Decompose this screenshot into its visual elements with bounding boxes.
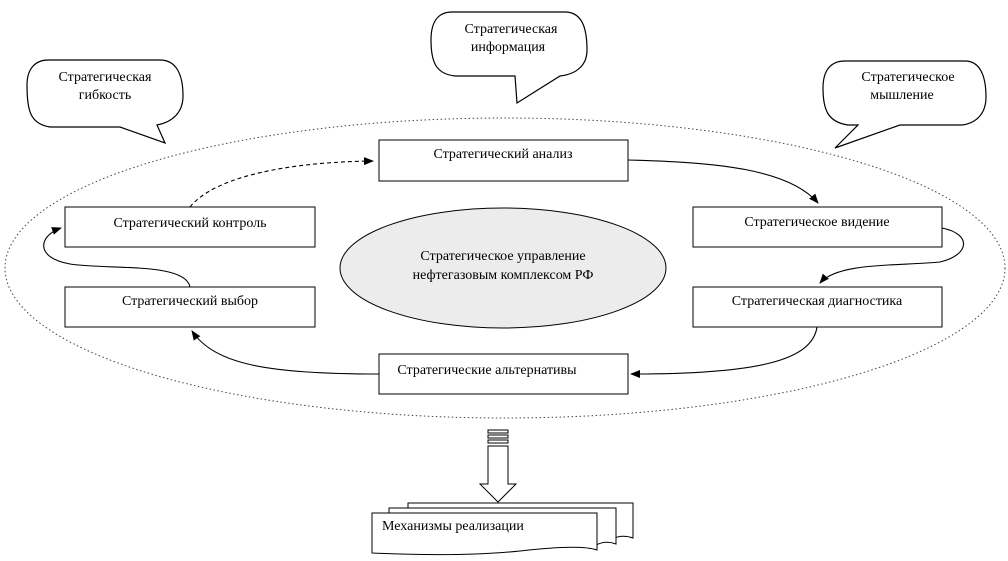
arrow-control-to-analysis-dashed [189,157,374,208]
arrow-choice-to-control [43,227,191,288]
implementation-mechanisms: Механизмы реализации [371,502,634,556]
callout-thinking-line2: мышление [870,88,933,103]
arrow-analysis-to-vision [627,159,819,204]
stage-control: Стратегический контроль [64,206,316,248]
stage-choice-label: Стратегический выбор [122,294,258,309]
stage-alternatives-label: Стратегические альтернативы [397,363,577,378]
stage-analysis: Стратегический анализ [378,139,629,182]
callout-information: Стратегическая информация [430,11,588,105]
center-line1: Стратегическое управление [420,249,585,264]
arrow-vision-to-diagnostics [819,227,965,284]
stage-diagnostics: Стратегическая диагностика [692,286,943,328]
outer-boundary-ellipse [4,117,1006,419]
callout-information-line1: Стратегическая [465,22,558,37]
stage-alternatives: Стратегические альтернативы [378,353,629,395]
callout-flexibility-line2: гибкость [79,88,132,103]
callout-thinking: Стратегическое мышление [822,60,987,149]
stage-vision-label: Стратегическое видение [744,215,889,230]
callout-flexibility: Стратегическая гибкость [26,59,184,145]
arrow-diagnostics-to-alternatives [630,326,818,378]
implementation-label: Механизмы реализации [382,519,524,534]
stage-choice: Стратегический выбор [64,286,316,328]
callout-information-line2: информация [471,40,546,55]
center-line2: нефтегазовым комплексом РФ [413,268,594,283]
callout-flexibility-line1: Стратегическая [59,70,152,85]
callout-thinking-line1: Стратегическое [861,70,954,85]
stage-analysis-label: Стратегический анализ [433,147,572,162]
stage-control-label: Стратегический контроль [113,216,266,231]
stage-vision: Стратегическое видение [692,206,943,248]
down-arrow-to-implementation [478,429,518,503]
arrow-alternatives-to-choice [191,330,380,375]
center-node: Стратегическое управление нефтегазовым к… [339,207,667,329]
stage-diagnostics-label: Стратегическая диагностика [732,294,903,309]
